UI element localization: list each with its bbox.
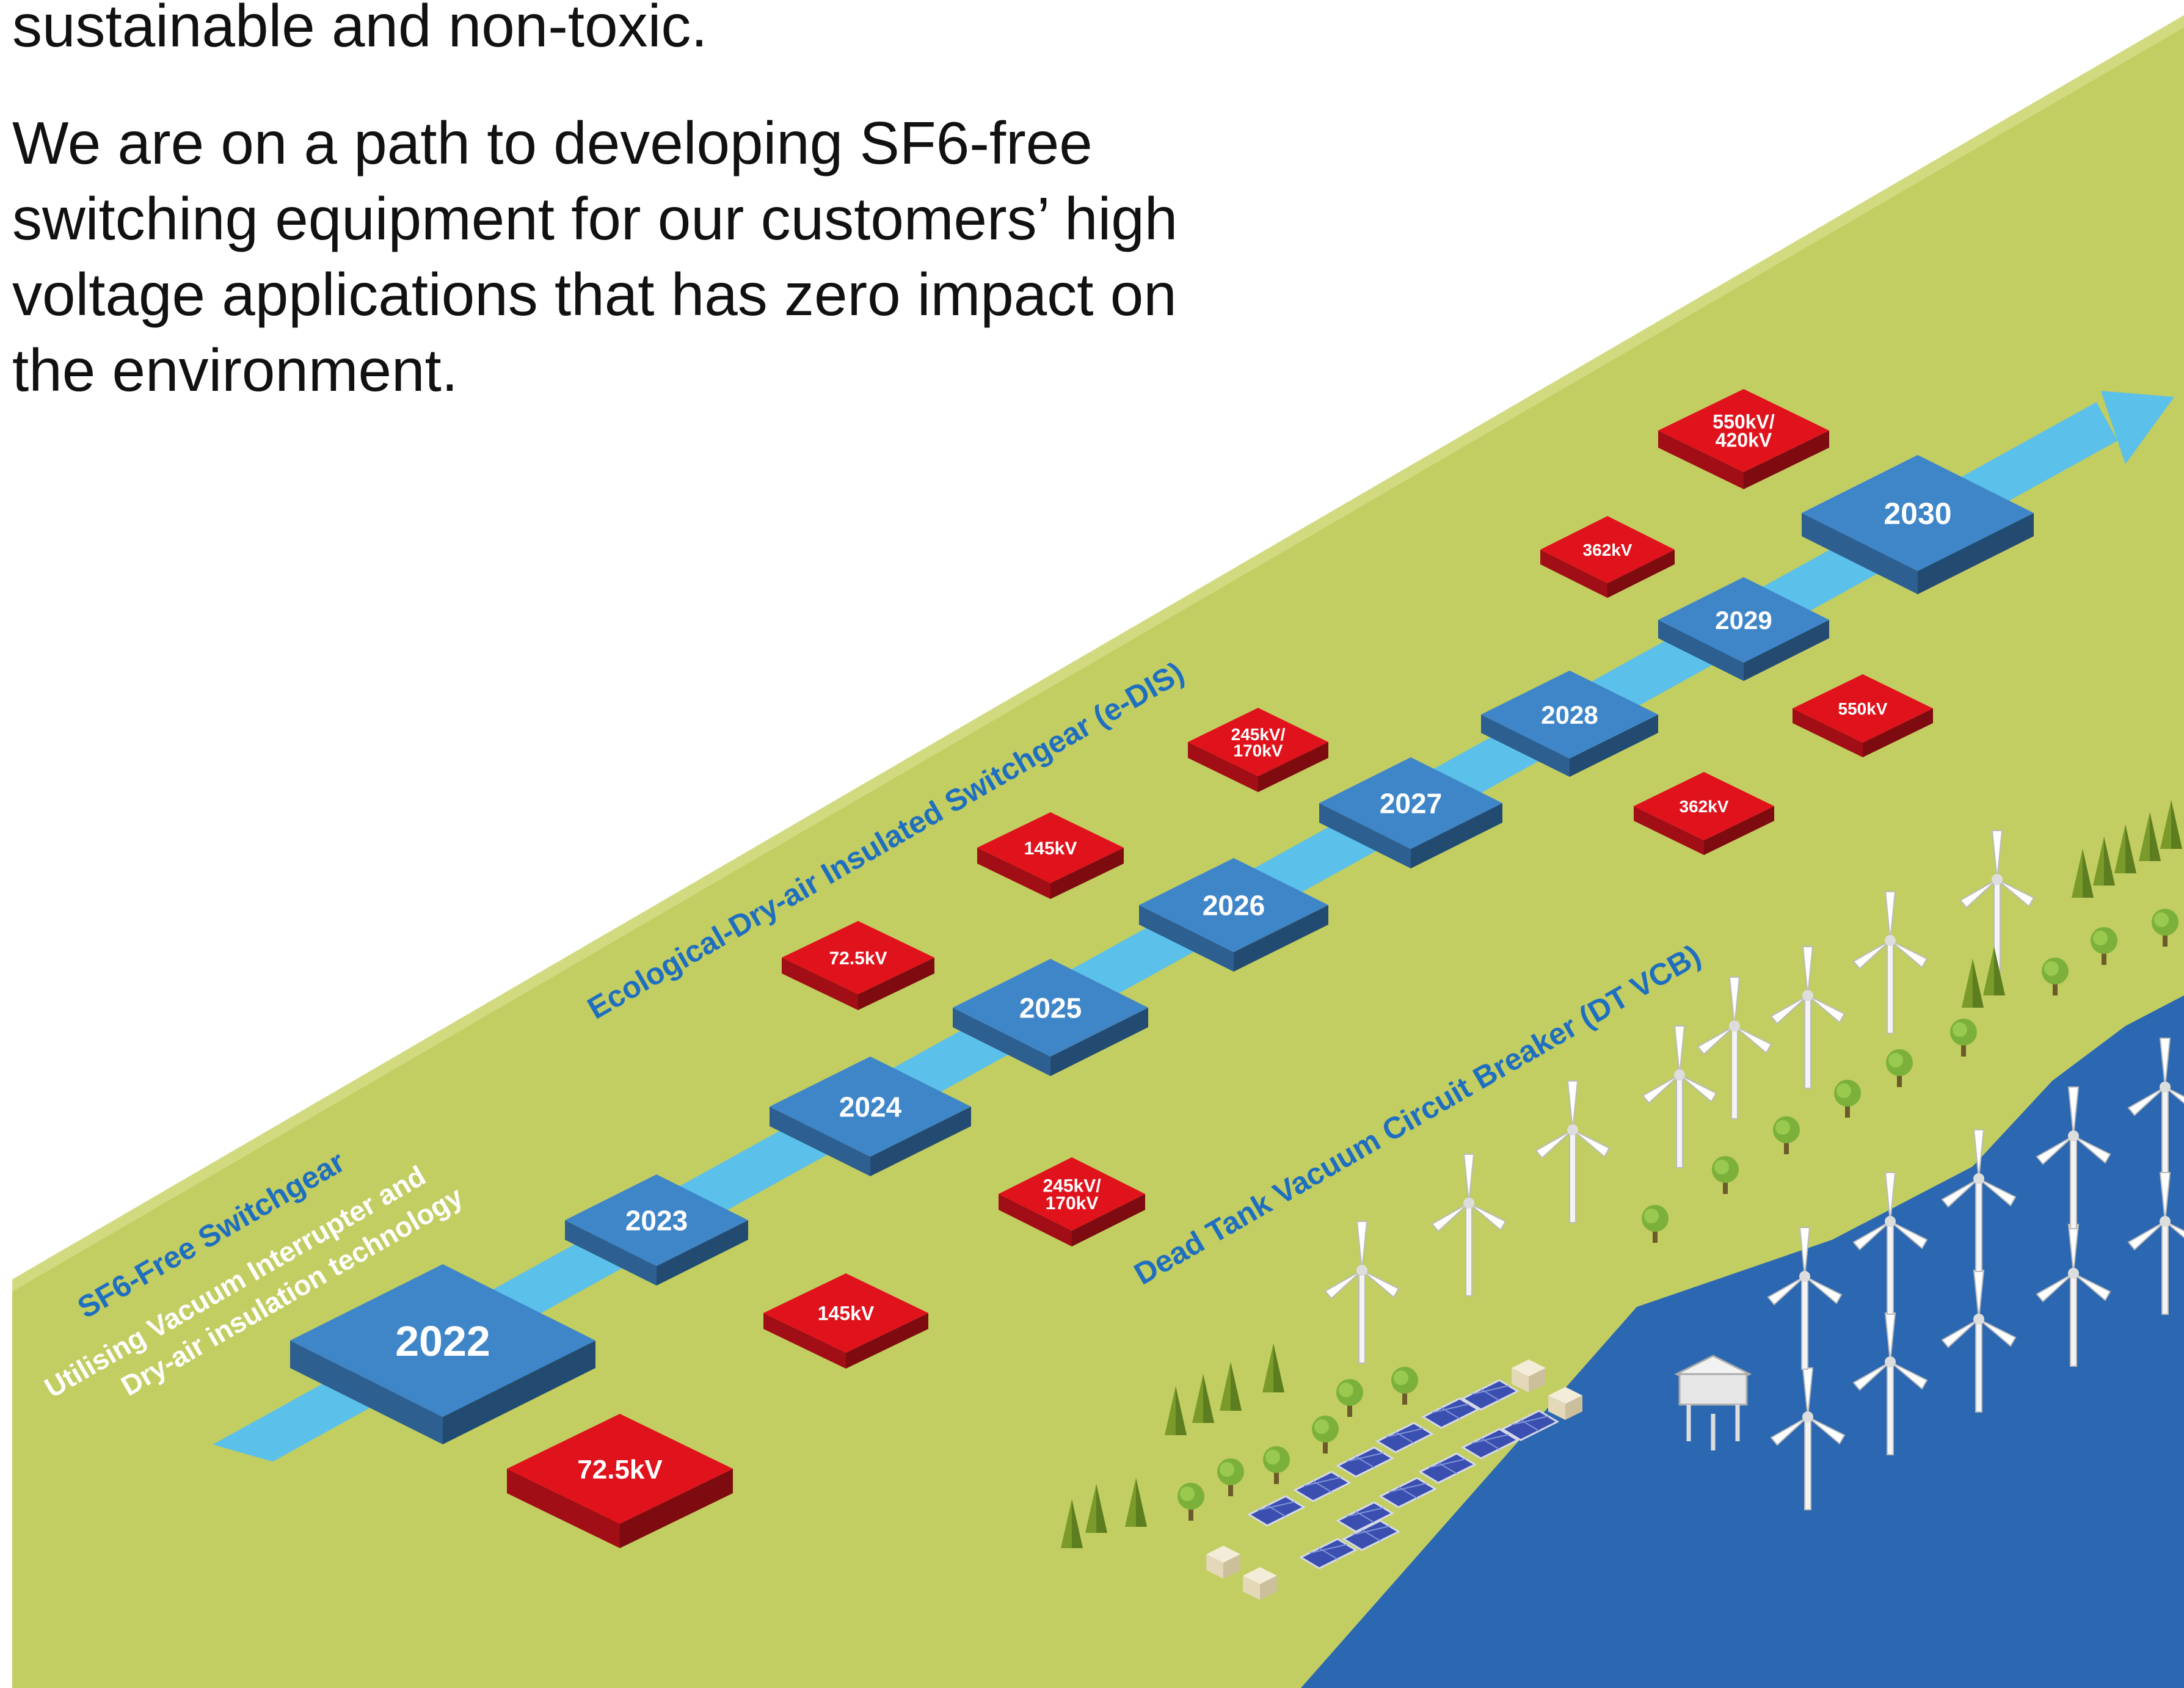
year-block-2028: 2028 <box>1481 671 1658 777</box>
year-block-2027: 2027 <box>1319 757 1502 868</box>
rating-block-r2024: 245kV/170kV <box>999 1157 1145 1246</box>
rating-block-r2024-label: 170kV <box>1046 1193 1099 1213</box>
rating-block-r2023-label: 145kV <box>818 1303 875 1325</box>
year-block-2029: 2029 <box>1658 577 1829 681</box>
year-block-2026: 2026 <box>1139 858 1328 972</box>
year-block-2023-label: 2023 <box>625 1205 688 1237</box>
rating-block-r2025: 72.5kV <box>782 921 934 1010</box>
rating-block-r2029b-label: 550kV <box>1838 699 1888 718</box>
timeline-arrow-head <box>2101 391 2174 464</box>
rating-blocks: 72.5kV 145kV 245kV/170kV 72.5kV 145kV 245kV/1… <box>507 389 1933 1548</box>
rating-block-r2028b: 362kV <box>1634 772 1774 855</box>
year-block-2029-label: 2029 <box>1715 606 1772 635</box>
year-block-2030: 2030 <box>1802 455 2034 594</box>
year-block-2023: 2023 <box>565 1174 748 1286</box>
rating-block-r2026b-label: 170kV <box>1234 741 1283 760</box>
rating-block-r2023: 145kV <box>763 1273 928 1369</box>
timeline-arrow-tail <box>202 1441 287 1508</box>
year-block-2030-label: 2030 <box>1884 497 1951 531</box>
rating-block-r2025-label: 72.5kV <box>829 948 887 969</box>
land-edge <box>12 15 2184 1292</box>
year-block-2025-label: 2025 <box>1019 992 1082 1024</box>
year-block-2022-label: 2022 <box>395 1317 490 1365</box>
year-block-2025: 2025 <box>953 959 1148 1076</box>
rating-block-r2026b: 245kV/170kV <box>1188 708 1328 792</box>
intro-line-2: We are on a path to developing SF6-free … <box>12 109 1178 404</box>
rating-block-r2029a-label: 550kV/ <box>1713 410 1775 432</box>
year-block-2024: 2024 <box>770 1057 971 1176</box>
year-block-2027-label: 2027 <box>1380 788 1442 820</box>
offshore-platform <box>1674 1355 1752 1450</box>
timeline-arrow <box>209 402 2118 1485</box>
rating-block-r2022: 72.5kV <box>507 1414 733 1548</box>
rating-block-r2026a: 145kV <box>977 812 1124 899</box>
intro-text: sustainable and non-toxic. We are on a p… <box>12 0 1234 449</box>
sea <box>1301 995 2184 1688</box>
rating-block-r2022-label: 72.5kV <box>577 1455 663 1485</box>
rating-block-r2029a: 550kV/420kV <box>1658 389 1829 489</box>
rating-block-r2028a: 362kV <box>1540 516 1675 598</box>
rating-block-r2028a-label: 362kV <box>1583 540 1633 559</box>
rating-block-r2026b-label: 245kV/ <box>1231 725 1286 744</box>
rating-block-r2028b-label: 362kV <box>1680 797 1729 816</box>
year-block-2026-label: 2026 <box>1203 890 1265 922</box>
year-block-2022: 2022 <box>290 1264 595 1444</box>
rating-block-r2029a-label: 420kV <box>1716 429 1772 451</box>
year-block-2028-label: 2028 <box>1541 700 1598 729</box>
intro-line-1: sustainable and non-toxic. <box>12 0 708 59</box>
rating-block-r2026a-label: 145kV <box>1024 839 1077 859</box>
year-block-2024-label: 2024 <box>839 1091 902 1123</box>
rating-block-r2024-label: 245kV/ <box>1043 1176 1101 1196</box>
year-blocks: 2022 2023 2024 2025 2026 2027 2028 2029 2030 <box>290 455 2034 1444</box>
rating-block-r2029b: 550kV <box>1793 674 1933 757</box>
